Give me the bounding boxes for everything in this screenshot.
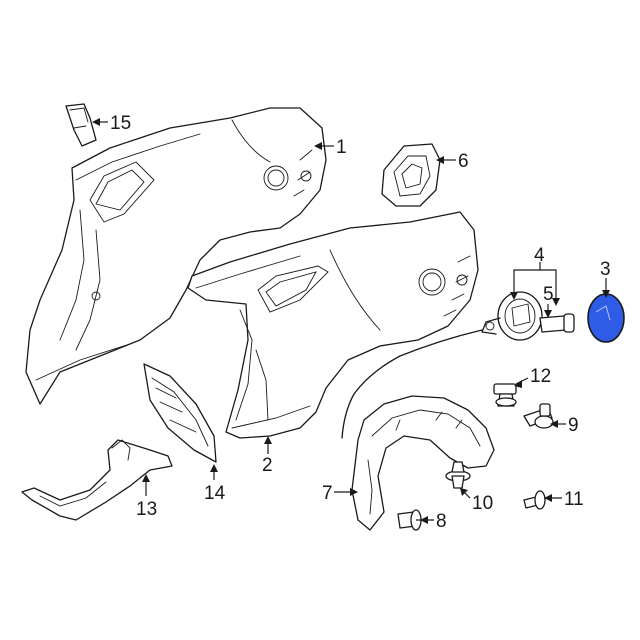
part-13-lower-brace[interactable] xyxy=(21,439,173,521)
arrow-4b xyxy=(552,298,560,306)
label-15: 15 xyxy=(110,113,131,134)
label-10: 10 xyxy=(472,493,493,514)
arrow-3 xyxy=(602,290,610,298)
label-8: 8 xyxy=(436,511,447,532)
arrow-4a xyxy=(510,292,518,300)
label-4: 4 xyxy=(534,245,545,266)
label-3: 3 xyxy=(600,259,611,280)
part-4-fuel-door-assembly[interactable] xyxy=(481,291,543,341)
arrow-7 xyxy=(350,488,358,496)
label-12: 12 xyxy=(530,366,551,387)
arrow-15 xyxy=(92,118,100,126)
part-2-quarter-panel-front[interactable] xyxy=(187,211,479,439)
arrowheads xyxy=(92,118,610,524)
arrow-14 xyxy=(210,464,218,472)
part-1-quarter-panel-rear[interactable] xyxy=(25,107,327,405)
arrow-2 xyxy=(264,436,272,444)
part-9-bolt[interactable] xyxy=(523,403,554,429)
arrow-13 xyxy=(142,474,150,482)
arrow-5 xyxy=(544,310,552,318)
part-11-rivet[interactable] xyxy=(523,490,546,510)
label-6: 6 xyxy=(458,151,469,172)
part-5-actuator-pin[interactable] xyxy=(539,313,575,333)
label-13: 13 xyxy=(136,499,157,520)
part-3-fuel-door[interactable] xyxy=(587,293,625,343)
label-9: 9 xyxy=(568,415,579,436)
label-14: 14 xyxy=(204,483,226,504)
arrow-1 xyxy=(314,142,322,150)
arrow-8 xyxy=(420,516,428,524)
arrow-10 xyxy=(460,488,468,496)
fuel-door-cable[interactable] xyxy=(341,329,483,439)
label-7: 7 xyxy=(322,483,333,504)
label-2: 2 xyxy=(262,455,273,476)
arrow-6 xyxy=(436,156,444,164)
callout-labels: 15 1 6 2 4 5 3 12 9 10 8 11 7 14 13 xyxy=(110,113,611,532)
part-14-deflector[interactable] xyxy=(143,363,217,463)
part-6-fuel-door-housing[interactable] xyxy=(381,143,441,207)
arrow-12 xyxy=(514,380,522,388)
part-10-push-pin[interactable] xyxy=(445,461,471,489)
arrow-9 xyxy=(550,420,558,428)
part-12-clip[interactable] xyxy=(493,383,517,407)
label-1: 1 xyxy=(336,137,347,158)
part-15-bracket[interactable] xyxy=(65,103,97,147)
arrow-11 xyxy=(544,494,552,502)
label-11: 11 xyxy=(564,489,584,510)
label-5: 5 xyxy=(543,284,554,305)
